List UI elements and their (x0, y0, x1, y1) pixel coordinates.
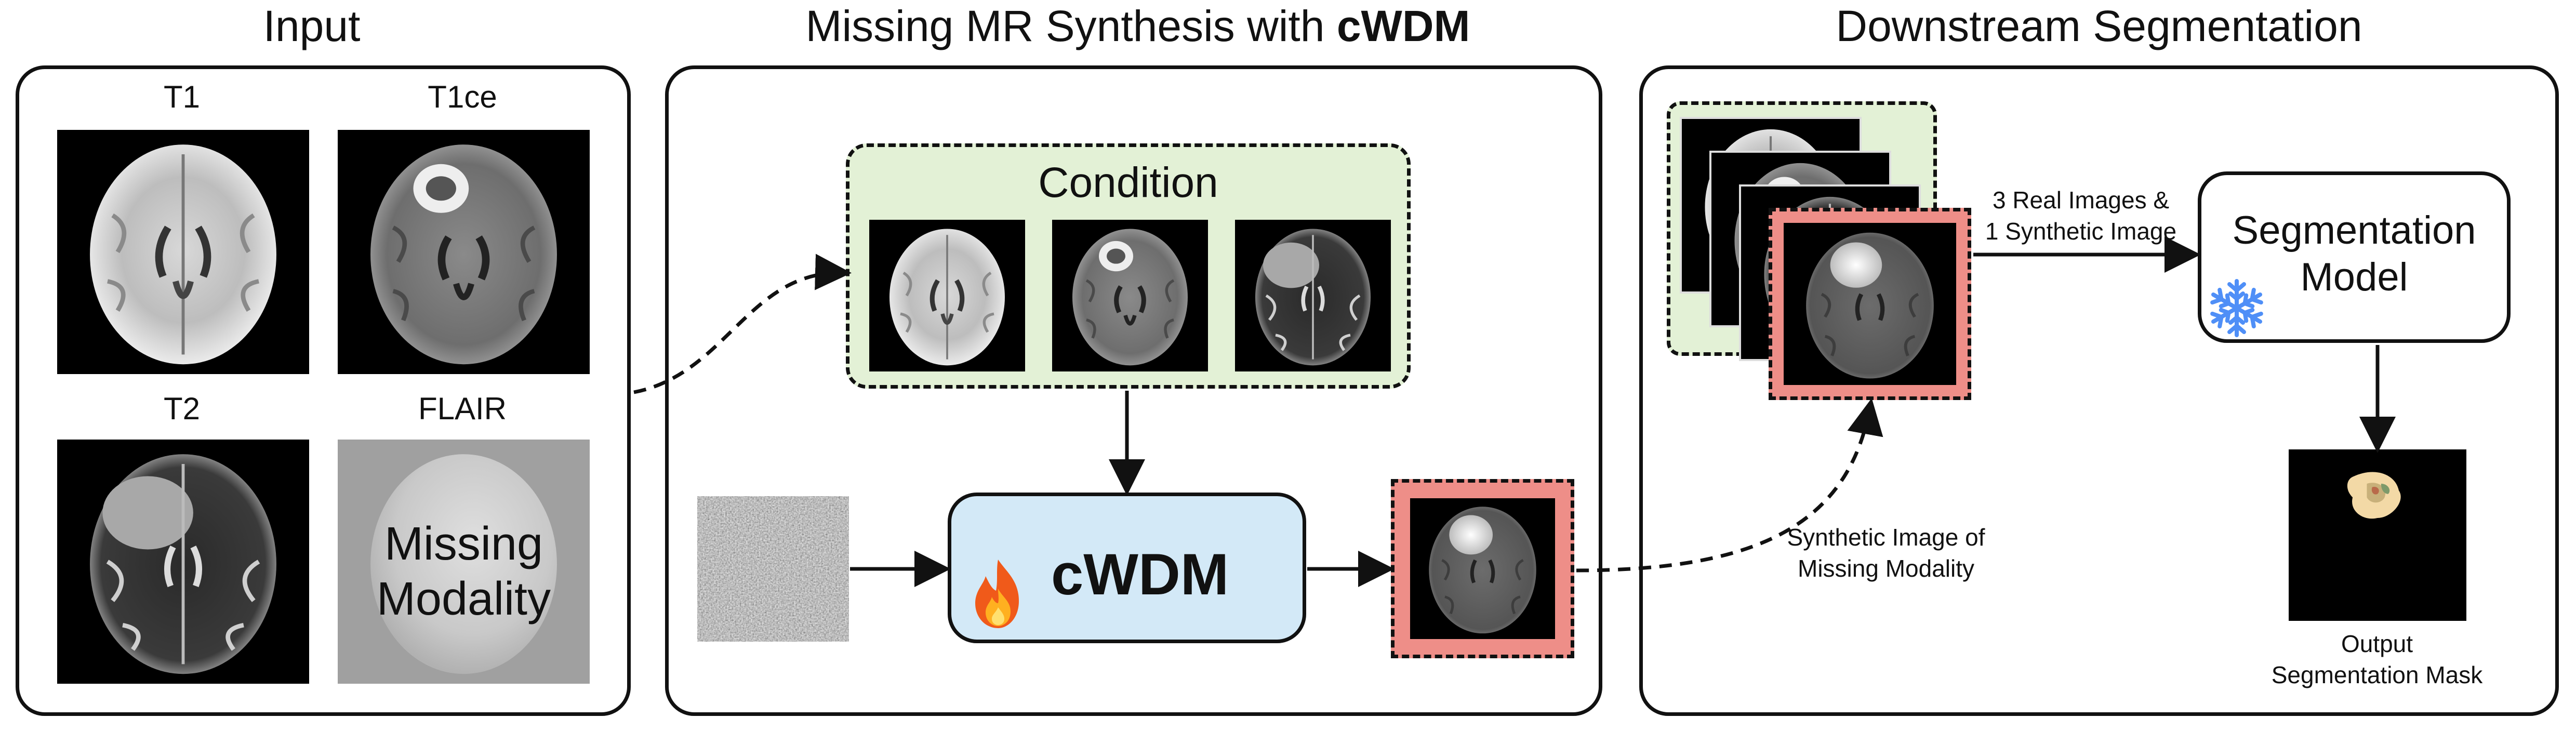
segmentation-model-line1: Segmentation (2232, 208, 2476, 252)
missing-flair-image: Missing Modality (338, 440, 590, 684)
segmentation-model-label: Segmentation Model (2201, 207, 2507, 300)
missing-line1: Missing (384, 518, 543, 570)
output-mask-caption-line1: Output (2341, 630, 2413, 657)
synthetic-flair-image (1410, 498, 1555, 639)
snowflake-icon (2206, 279, 2268, 339)
flair-label: FLAIR (418, 391, 507, 426)
synthetic-image-caption-line1: Synthetic Image of (1787, 524, 1985, 551)
synthetic-to-stack-arrow (1576, 398, 1883, 573)
cwdm-model-box: cWDM (948, 493, 1306, 643)
segmentation-model-box: Segmentation Model (2198, 171, 2511, 343)
stacked-synthetic-image (1784, 223, 1956, 385)
input-to-condition-arrow (633, 254, 852, 394)
output-mask-caption-line2: Segmentation Mask (2271, 661, 2483, 688)
condition-label: Condition (1038, 159, 1218, 206)
t1-image (57, 130, 309, 374)
segmentation-mask-image (2289, 449, 2466, 621)
synthetic-output-frame (1391, 479, 1574, 658)
condition-t1-image (869, 220, 1025, 371)
t1ce-label: T1ce (428, 79, 497, 114)
condition-box: Condition (846, 143, 1411, 389)
synthetic-image-caption-line2: Missing Modality (1798, 554, 1974, 582)
real-synthetic-caption: 3 Real Images & 1 Synthetic Image (1959, 185, 2203, 247)
missing-modality-text: Missing Modality (338, 516, 590, 627)
downstream-section-title: Downstream Segmentation (1836, 2, 2362, 50)
t2-label: T2 (163, 391, 201, 426)
synthesis-title-bold: cWDM (1336, 2, 1470, 50)
synthetic-stack-frame (1769, 208, 1971, 400)
real-synthetic-caption-line2: 1 Synthetic Image (1985, 217, 2177, 245)
missing-line2: Modality (376, 573, 551, 626)
t1ce-image (338, 130, 590, 374)
input-section-title: Input (263, 2, 361, 50)
t2-image (57, 440, 309, 684)
segmentation-model-line2: Model (2300, 255, 2408, 299)
fire-icon (975, 560, 1019, 628)
synthetic-image-caption: Synthetic Image of Missing Modality (1730, 522, 2042, 584)
real-synthetic-caption-line1: 3 Real Images & (1992, 187, 2170, 214)
output-mask-caption: Output Segmentation Mask (2213, 629, 2541, 691)
condition-t2-image (1235, 220, 1391, 371)
synthesis-section-title: Missing MR Synthesis with cWDM (675, 1, 1600, 51)
t1-label: T1 (163, 79, 201, 114)
synthesis-title-prefix: Missing MR Synthesis with (805, 2, 1337, 50)
condition-t1ce-image (1052, 220, 1208, 371)
noise-image (697, 496, 849, 642)
cwdm-label: cWDM (1051, 542, 1229, 607)
